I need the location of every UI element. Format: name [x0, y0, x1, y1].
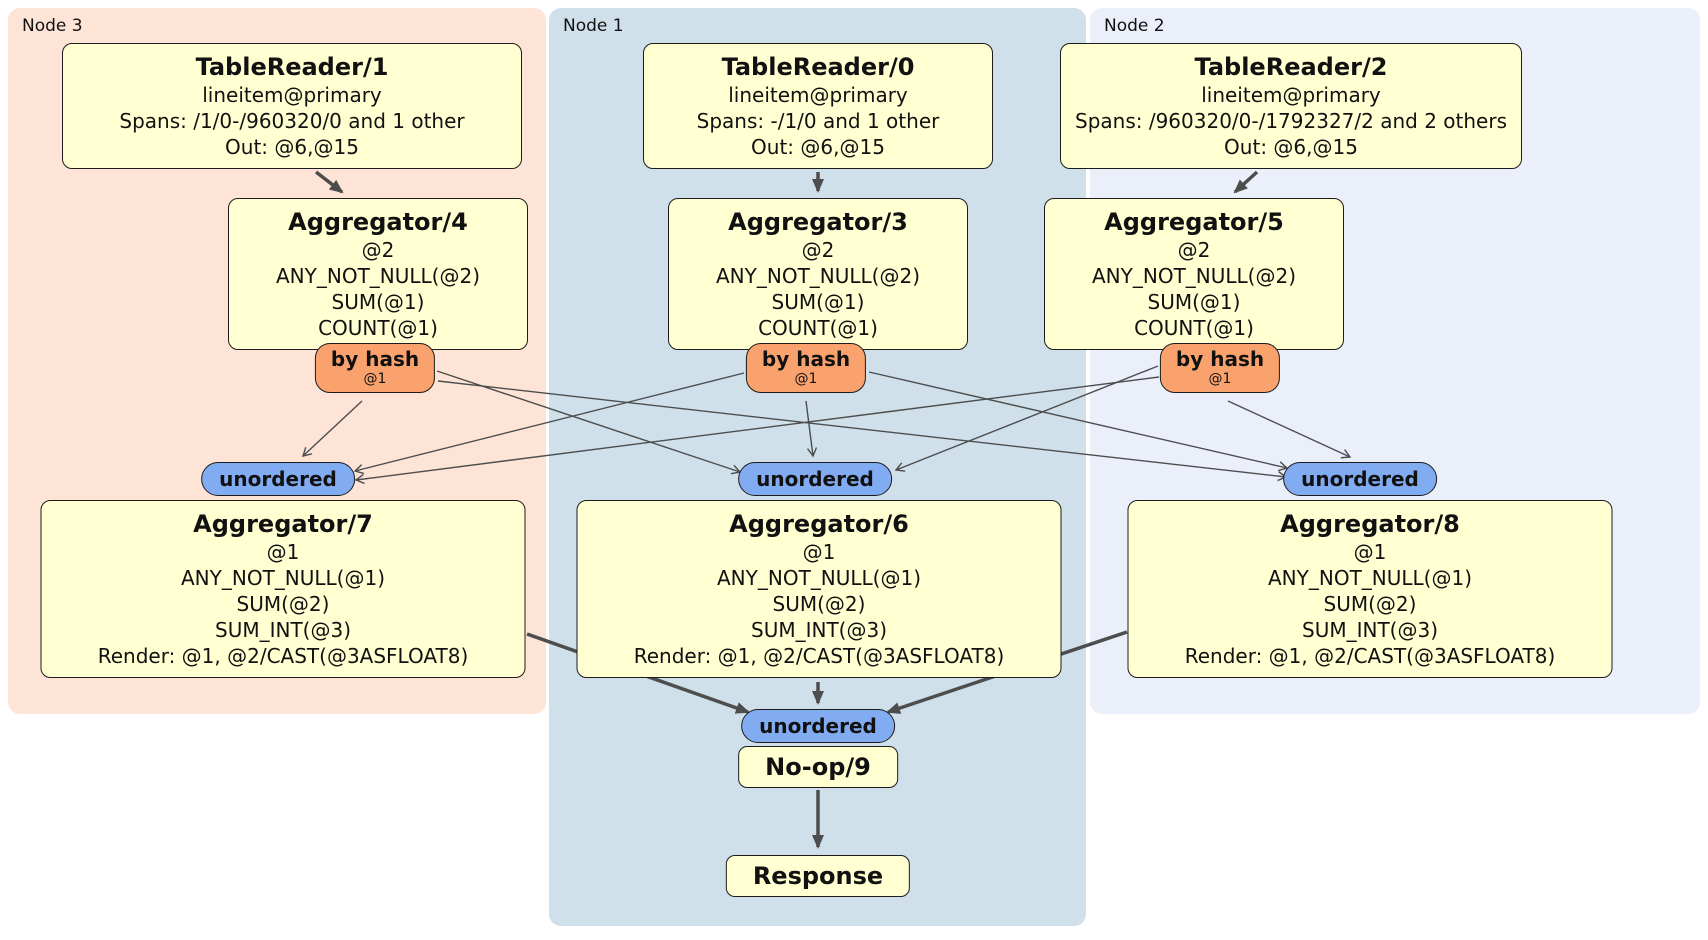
node-line: ANY_NOT_NULL(@2) [1092, 264, 1296, 288]
node-line: Out: @6,@15 [225, 135, 359, 159]
node-title: Aggregator/3 [728, 208, 908, 236]
node-aggregator-7: Aggregator/7 @1 ANY_NOT_NULL(@1) SUM(@2)… [40, 500, 526, 678]
sync-label: unordered [756, 467, 874, 491]
node-line: COUNT(@1) [318, 316, 438, 340]
panel-node-2-label: Node 2 [1104, 16, 1165, 36]
node-line: SUM(@1) [771, 290, 865, 314]
sync-unordered-node3: unordered [201, 462, 355, 496]
sync-label: unordered [759, 714, 877, 738]
sync-unordered-node1: unordered [738, 462, 892, 496]
node-line: SUM(@1) [331, 290, 425, 314]
node-line: ANY_NOT_NULL(@1) [717, 566, 921, 590]
router-by-hash-node3: by hash @1 [314, 343, 436, 393]
node-line: Render: @1, @2/CAST(@3ASFLOAT8) [1184, 644, 1556, 668]
node-line: SUM(@1) [1147, 290, 1241, 314]
node-title: Aggregator/4 [288, 208, 468, 236]
node-line: Spans: /1/0-/960320/0 and 1 other [119, 109, 465, 133]
sync-unordered-final: unordered [741, 709, 895, 743]
router-hash-column: @1 [794, 371, 818, 387]
node-line: lineitem@primary [1201, 83, 1381, 107]
node-line: SUM(@2) [1323, 592, 1417, 616]
node-tablereader-0: TableReader/0 lineitem@primary Spans: -/… [643, 43, 993, 169]
node-line: SUM_INT(@3) [1302, 618, 1438, 642]
edge-hash1-unordered3 [353, 372, 745, 475]
node-tablereader-2: TableReader/2 lineitem@primary Spans: /9… [1059, 43, 1523, 169]
panel-node-1-label: Node 1 [563, 16, 624, 36]
node-line: SUM_INT(@3) [751, 618, 887, 642]
sync-label: unordered [219, 467, 337, 491]
node-line: ANY_NOT_NULL(@2) [276, 264, 480, 288]
node-aggregator-8: Aggregator/8 @1 ANY_NOT_NULL(@1) SUM(@2)… [1127, 500, 1613, 678]
node-line: COUNT(@1) [758, 316, 878, 340]
router-label: by hash [1175, 347, 1265, 371]
node-noop-9: No-op/9 [738, 746, 898, 788]
edge-hash3-unordered3 [301, 400, 363, 457]
edge-tablereader1-aggregator4 [314, 170, 344, 194]
node-line: ANY_NOT_NULL(@1) [1268, 566, 1472, 590]
node-line: @2 [801, 238, 835, 262]
router-by-hash-node1: by hash @1 [745, 343, 867, 393]
router-hash-column: @1 [1208, 371, 1232, 387]
node-line: Out: @6,@15 [751, 135, 885, 159]
node-line: @2 [1177, 238, 1211, 262]
node-line: COUNT(@1) [1134, 316, 1254, 340]
node-line: lineitem@primary [202, 83, 382, 107]
node-aggregator-4: Aggregator/4 @2 ANY_NOT_NULL(@2) SUM(@1)… [228, 198, 528, 350]
sync-unordered-node2: unordered [1283, 462, 1437, 496]
node-line: ANY_NOT_NULL(@1) [181, 566, 385, 590]
node-line: SUM(@2) [236, 592, 330, 616]
node-aggregator-5: Aggregator/5 @2 ANY_NOT_NULL(@2) SUM(@1)… [1044, 198, 1344, 350]
node-title: Response [752, 862, 884, 890]
edge-hash2-unordered3 [354, 376, 1160, 485]
node-aggregator-3: Aggregator/3 @2 ANY_NOT_NULL(@2) SUM(@1)… [668, 198, 968, 350]
panel-node-3-label: Node 3 [22, 16, 83, 36]
node-title: Aggregator/5 [1104, 208, 1284, 236]
node-title: TableReader/0 [721, 53, 915, 81]
edge-hash2-unordered2 [1227, 400, 1352, 459]
node-title: Aggregator/7 [193, 510, 373, 538]
router-label: by hash [761, 347, 851, 371]
node-title: Aggregator/8 [1280, 510, 1460, 538]
router-label: by hash [330, 347, 420, 371]
node-line: Render: @1, @2/CAST(@3ASFLOAT8) [97, 644, 469, 668]
node-line: @1 [802, 540, 836, 564]
node-line: @1 [1353, 540, 1387, 564]
node-title: TableReader/1 [195, 53, 389, 81]
sync-label: unordered [1301, 467, 1419, 491]
node-line: SUM_INT(@3) [215, 618, 351, 642]
node-title: No-op/9 [765, 753, 871, 781]
node-line: @2 [361, 238, 395, 262]
router-hash-column: @1 [363, 371, 387, 387]
node-response: Response [725, 855, 911, 897]
router-by-hash-node2: by hash @1 [1159, 343, 1281, 393]
node-line: Render: @1, @2/CAST(@3ASFLOAT8) [633, 644, 1005, 668]
node-line: @1 [266, 540, 300, 564]
edge-hash3-unordered1 [436, 370, 742, 475]
node-line: ANY_NOT_NULL(@2) [716, 264, 920, 288]
edge-hash3-unordered2 [437, 380, 1288, 482]
node-line: Spans: /960320/0-/1792327/2 and 2 others [1074, 109, 1508, 133]
edge-hash1-unordered2 [868, 371, 1289, 472]
node-tablereader-1: TableReader/1 lineitem@primary Spans: /1… [62, 43, 522, 169]
node-title: TableReader/2 [1194, 53, 1388, 81]
node-line: Spans: -/1/0 and 1 other [696, 109, 940, 133]
edge-hash1-unordered1 [805, 400, 818, 458]
node-line: Out: @6,@15 [1224, 135, 1358, 159]
edge-tablereader2-aggregator5 [1233, 170, 1259, 194]
node-title: Aggregator/6 [729, 510, 909, 538]
node-line: lineitem@primary [728, 83, 908, 107]
node-aggregator-6: Aggregator/6 @1 ANY_NOT_NULL(@1) SUM(@2)… [576, 500, 1062, 678]
node-line: SUM(@2) [772, 592, 866, 616]
